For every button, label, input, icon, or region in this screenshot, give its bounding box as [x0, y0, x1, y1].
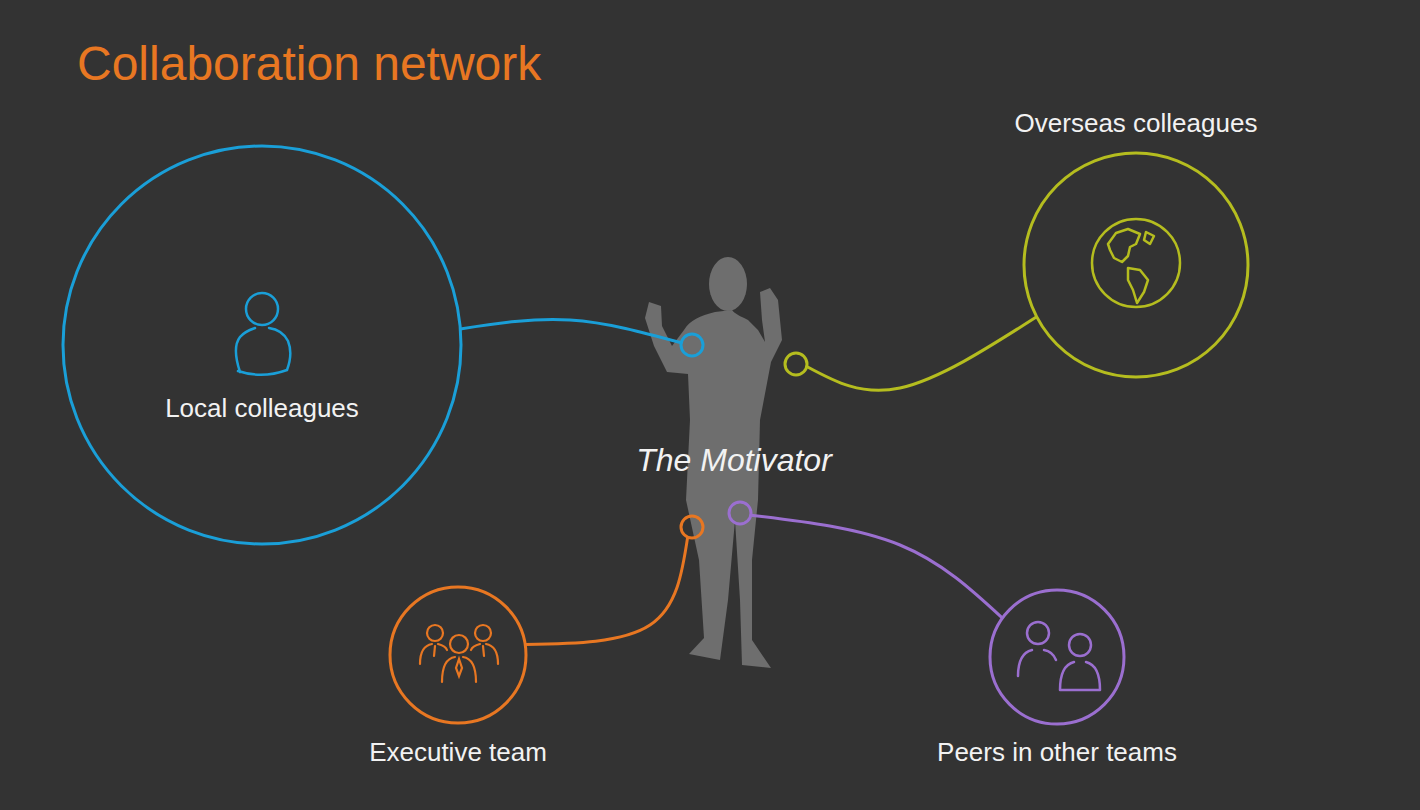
- connector-curve: [525, 537, 687, 644]
- group-circle: Executive team: [330, 585, 586, 775]
- node-label: Peers in other teams: [907, 737, 1207, 767]
- globe-icon: [1092, 219, 1180, 307]
- connector-curve: [807, 317, 1037, 391]
- peers-icon: [1018, 622, 1100, 690]
- motivator-figure: The Motivator: [600, 250, 868, 680]
- circle-outline: [390, 587, 526, 723]
- circle-outline: [63, 146, 461, 544]
- person-icon: [236, 293, 290, 375]
- node-label: Local colleagues: [62, 393, 462, 423]
- group-circle: Peers in other teams: [907, 588, 1207, 778]
- node-label: The Motivator: [600, 441, 868, 479]
- circle-outline: [990, 590, 1124, 724]
- group-circle: Overseas colleagues: [990, 106, 1282, 379]
- connector-curve: [460, 319, 681, 342]
- node-label: Executive team: [330, 737, 586, 767]
- group-icon: [420, 625, 498, 682]
- diagram-title: Collaboration network: [77, 36, 541, 92]
- connector-curve: [751, 515, 1003, 618]
- circle-outline: [62, 145, 462, 545]
- circle-outline: [1024, 153, 1248, 377]
- node-label: Overseas colleagues: [990, 108, 1282, 138]
- group-circle: Local colleagues: [62, 145, 462, 545]
- connector-ring: [681, 334, 807, 538]
- circle-outline: [990, 106, 1282, 379]
